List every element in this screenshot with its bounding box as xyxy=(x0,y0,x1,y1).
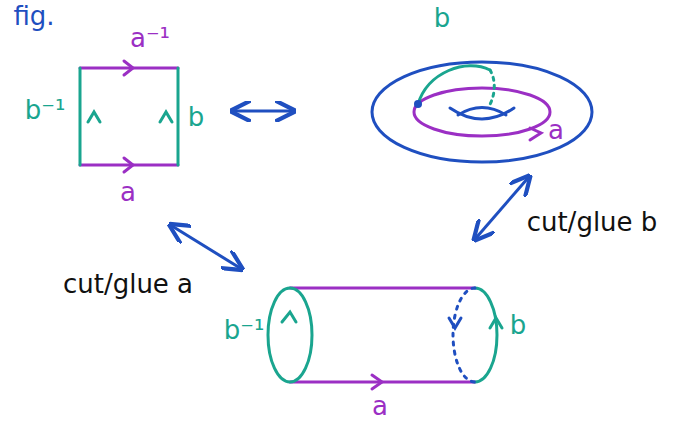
loop-label: a xyxy=(548,116,564,145)
figure-tag: fig. xyxy=(13,2,54,31)
loop-label: b xyxy=(434,4,451,33)
square-polygon xyxy=(80,61,178,172)
boundary-label: b⁻¹ xyxy=(224,316,265,345)
edge-label: a⁻¹ xyxy=(130,24,170,53)
edge-label: b xyxy=(510,311,527,340)
edge-label: b xyxy=(188,103,205,132)
cylinder-drawing xyxy=(268,288,502,389)
edge-label: a xyxy=(372,392,388,421)
edge-label: b⁻¹ xyxy=(25,96,66,125)
operation-label: cut/glue b xyxy=(527,208,658,237)
torus-drawing xyxy=(372,62,592,162)
edge-label: a xyxy=(120,178,136,207)
operation-label: cut/glue a xyxy=(63,270,193,299)
